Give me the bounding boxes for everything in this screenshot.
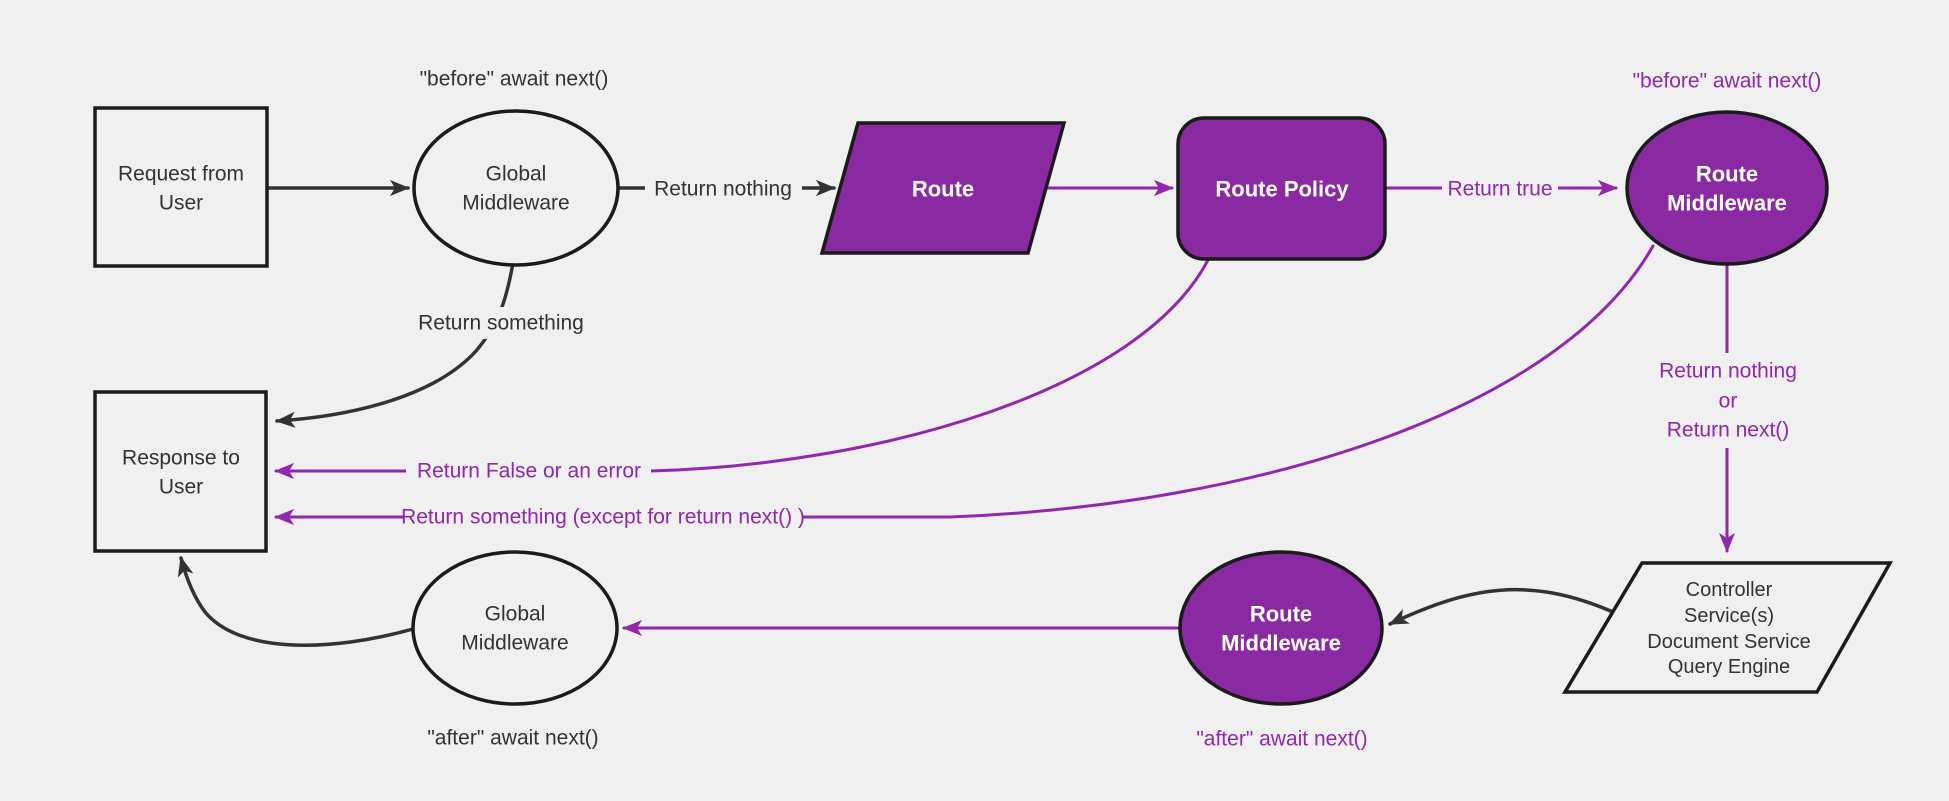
label-return-something: Return something [405,307,597,339]
label-after-await-next-global: "after" await next() [427,727,598,750]
node-route: Route [819,121,1067,255]
node-route-policy: Route Policy [1176,116,1387,261]
after-global-text: "after" await next() [427,727,598,750]
return-true-text: Return true [1447,178,1552,201]
controller-label-line2: Service(s) [1684,605,1774,627]
before-route-text: "before" await next() [1633,70,1822,93]
edge-global-middleware-bottom-to-response [177,556,415,647]
route-label: Route [912,177,974,202]
controller-label-line3: Document Service [1647,631,1810,653]
edge-route-middleware-return-something-to-response [274,244,1655,526]
return-true-bg [1442,173,1558,204]
global-middleware-bottom-label-line2: Middleware [461,632,568,655]
label-after-await-next-route: "after" await next() [1196,728,1367,751]
route-middleware-bottom-label-line1: Route [1250,602,1312,627]
controller-label-line4: Query Engine [1668,656,1790,678]
route-middleware-top-label-line2: Middleware [1667,191,1787,216]
label-return-something-except: Return something (except for return next… [401,501,805,533]
controller-label-line1: Controller [1686,579,1773,601]
return-false-text: Return False or an error [417,460,641,483]
route-policy-label: Route Policy [1215,177,1349,202]
node-controller-services: Controller Service(s) Document Service Q… [1561,561,1894,694]
return-nothing-or-line3: Return next() [1667,419,1790,442]
return-nothing-or-line2: or [1719,390,1738,413]
route-middleware-top-label-line1: Route [1696,162,1758,187]
return-nothing-or-line1: Return nothing [1659,360,1797,383]
route-middleware-bottom-label-line2: Middleware [1221,631,1341,656]
node-request-from-user: Request from User [93,106,269,268]
route-middleware-bottom-ellipse [1178,550,1384,706]
edge-global-middleware-return-something-to-response [275,261,515,428]
response-box-label-line1: Response to [122,447,240,470]
label-return-false-or-error: Return False or an error [406,455,651,487]
return-something-bg [405,307,597,339]
return-something-text: Return something [418,312,584,335]
route-middleware-top-ellipse [1625,110,1829,266]
label-before-await-next-route: "before" await next() [1633,70,1822,93]
global-middleware-top-label-line2: Middleware [462,192,569,215]
request-box-label-line2: User [159,192,203,215]
return-something-except-text: Return something (except for return next… [401,506,805,529]
edge-controller-to-route-middleware-bottom [1388,587,1615,626]
label-return-nothing-or-return-next: Return nothing or Return next() [1628,353,1828,448]
label-return-nothing: Return nothing [645,172,802,204]
response-box [93,390,268,553]
global-middleware-bottom-label-line1: Global [485,603,546,626]
request-box [93,106,269,268]
before-global-text: "before" await next() [420,68,609,91]
return-nothing-text: Return nothing [654,178,792,201]
return-something-except-bg [404,501,802,533]
response-box-label-line2: User [159,476,203,499]
return-nothing-bg [645,172,802,204]
after-route-text: "after" await next() [1196,728,1367,751]
global-middleware-top-label-line1: Global [486,163,547,186]
edge-route-policy-return-false-to-response [274,258,1210,480]
route-parallelogram [819,121,1067,255]
global-middleware-top-ellipse [412,109,620,267]
request-box-label-line1: Request from [118,163,244,186]
node-route-middleware-top: Route Middleware [1625,110,1829,266]
controller-parallelogram [1561,561,1894,694]
node-route-middleware-bottom: Route Middleware [1178,550,1384,706]
return-nothing-or-bg [1628,353,1828,448]
global-middleware-bottom-ellipse [411,550,619,706]
label-return-true: Return true [1442,173,1558,204]
node-global-middleware-bottom: Global Middleware [411,550,619,706]
return-false-bg [406,455,651,487]
label-before-await-next-global: "before" await next() [420,68,609,91]
route-policy-box [1176,116,1387,261]
node-global-middleware-top: Global Middleware [412,109,620,267]
node-response-to-user: Response to User [93,390,268,553]
